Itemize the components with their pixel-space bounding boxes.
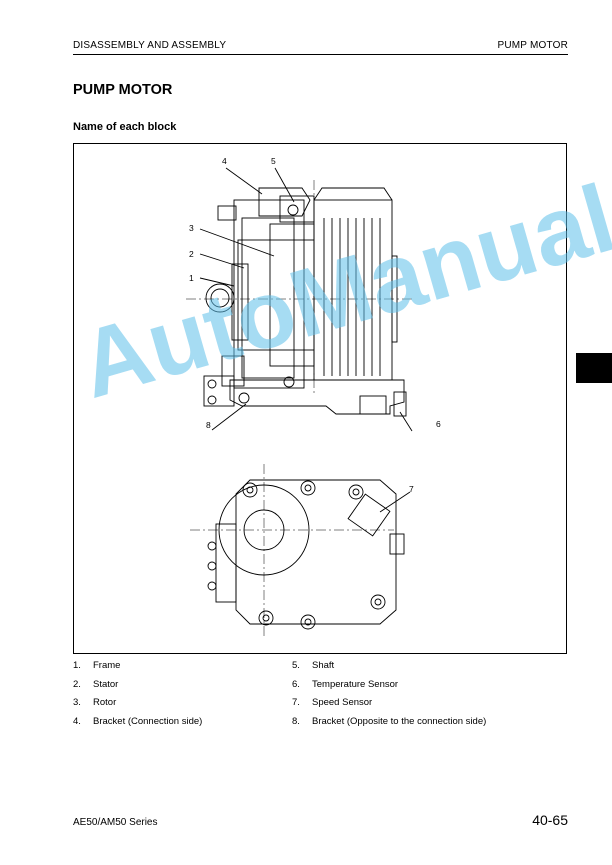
section-subtitle: Name of each block: [73, 121, 177, 133]
callout-5: 5: [271, 156, 276, 166]
legend-number: 8.: [292, 716, 300, 727]
callout-3: 3: [189, 223, 194, 233]
legend-label: Rotor: [93, 697, 117, 708]
end-bracket-front-shape: [235, 479, 397, 625]
bracket-connection-side-shape: [233, 199, 305, 389]
pump-motor-figure: 1 2 3 4 5 6 7 8: [73, 143, 567, 654]
legend-number: 1.: [73, 660, 81, 671]
legend-label: Temperature Sensor: [312, 679, 399, 690]
legend-label: Bracket (Connection side): [93, 716, 203, 727]
callout-8: 8: [206, 420, 211, 430]
legend-label: Shaft: [312, 660, 335, 671]
callout-4: 4: [222, 156, 227, 166]
temperature-sensor-shape: [393, 391, 407, 417]
legend-label: Bracket (Opposite to the connection side…: [312, 716, 487, 727]
chapter-tab: [576, 353, 612, 383]
legend-number: 7.: [292, 697, 300, 708]
callout-7: 7: [409, 484, 414, 494]
legend-label: Speed Sensor: [312, 697, 373, 708]
legend-number: 4.: [73, 716, 81, 727]
legend-label: Frame: [93, 660, 121, 671]
page-title: PUMP MOTOR: [73, 82, 173, 98]
callout-1: 1: [189, 273, 194, 283]
header-section-title: DISASSEMBLY AND ASSEMBLY: [73, 40, 227, 51]
bracket-opposite-side-shape: [229, 379, 405, 415]
pump-motor-drawing: 1 2 3 4 5 6 7 8: [186, 156, 441, 636]
legend-label: Stator: [93, 679, 119, 690]
callout-2: 2: [189, 249, 194, 259]
speed-sensor-shape: [347, 493, 391, 537]
header-topic-title: PUMP MOTOR: [497, 40, 568, 51]
frame-shape: [231, 263, 249, 341]
legend-number: 5.: [292, 660, 300, 671]
callout-6: 6: [436, 419, 441, 429]
legend-number: 3.: [73, 697, 81, 708]
header-divider: [73, 54, 568, 55]
legend-number: 6.: [292, 679, 300, 690]
footer-series: AE50/AM50 Series: [73, 817, 158, 828]
page-number: 40-65: [532, 812, 568, 828]
legend-number: 2.: [73, 679, 81, 690]
